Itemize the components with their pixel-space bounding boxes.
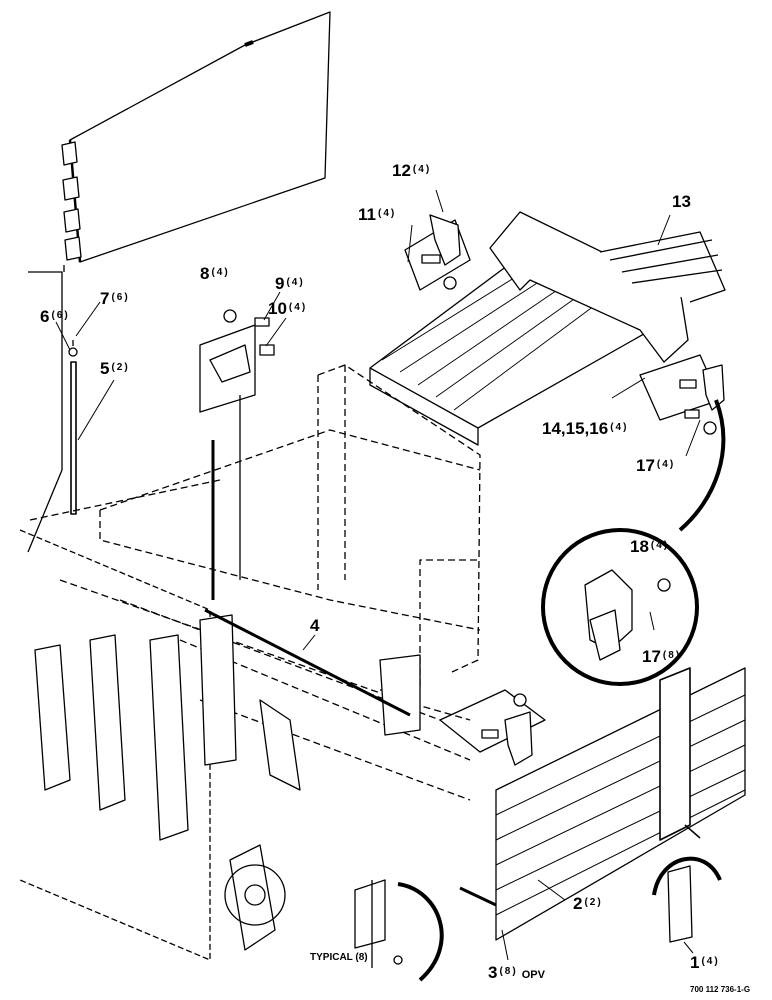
callout-5: 5(2) <box>100 359 130 378</box>
callout-14-15-16: 14,15,16(4) <box>542 419 629 438</box>
callout-7: 7(6) <box>100 289 130 308</box>
cross-rod-4 <box>204 395 411 717</box>
bracket-assembly-11-12 <box>404 214 471 291</box>
callout-1: 1(4) <box>690 953 720 972</box>
leader-lines <box>55 189 701 961</box>
bracket-assembly-8-10 <box>199 309 275 413</box>
callout-9: 9(4) <box>275 274 305 293</box>
callout-13: 13 <box>672 192 691 211</box>
callout-6: 6(6) <box>40 307 70 326</box>
document-number: 700 112 736-1-G <box>690 985 751 994</box>
typical-label: TYPICAL (8) <box>310 952 368 963</box>
baler-frame <box>29 364 481 801</box>
rod-assembly-left <box>27 271 78 553</box>
callout-18: 18(4) <box>630 537 670 556</box>
callout-17-detail: 17(8) <box>642 647 682 666</box>
door-panel <box>61 11 331 272</box>
callout-8: 8(4) <box>200 264 230 283</box>
callout-10: 10(4) <box>268 299 308 318</box>
callout-4: 4 <box>310 616 320 635</box>
bracket-assembly-14-17 <box>639 354 725 435</box>
callout-11: 11(4) <box>358 205 397 224</box>
callout-3: 3(8)OPV <box>488 963 545 982</box>
callout-12: 12(4) <box>392 161 432 180</box>
frame-side <box>19 529 421 961</box>
side-slat-panel <box>495 667 746 941</box>
decal-detail <box>652 856 722 943</box>
callout-17: 17(4) <box>636 456 676 475</box>
detail-circle <box>541 399 726 686</box>
typical-detail <box>354 879 497 982</box>
callout-2: 2(2) <box>573 894 603 913</box>
crossbar-13 <box>489 211 726 363</box>
bracket-assembly-lower <box>439 689 546 766</box>
